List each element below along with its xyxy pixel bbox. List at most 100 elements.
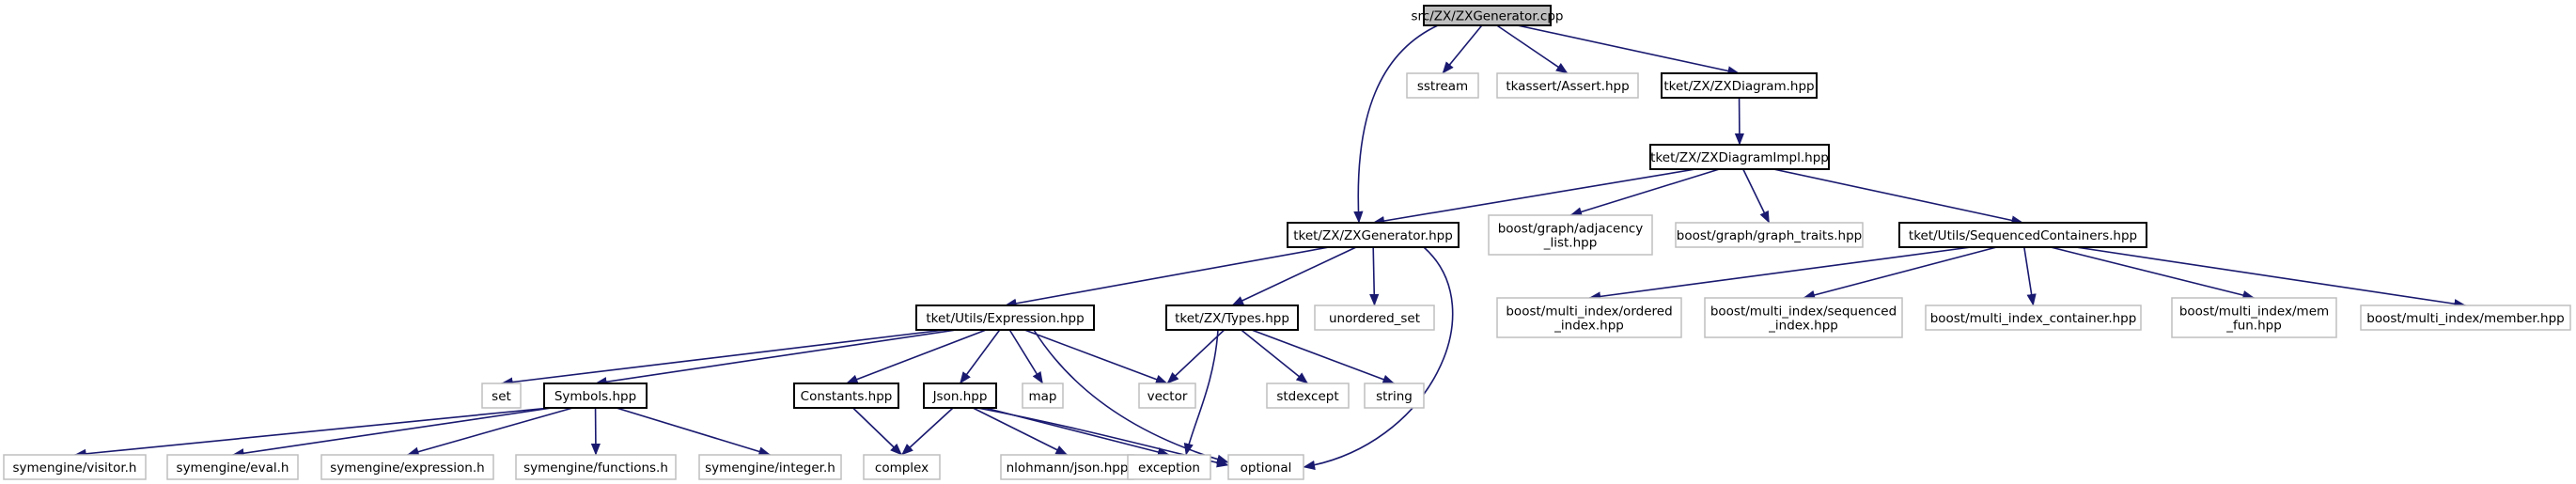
node-label: tket/Utils/SequencedContainers.hpp <box>1909 228 2137 243</box>
node-box <box>1423 5 1552 26</box>
node-eval: symengine/eval.h <box>166 454 299 480</box>
node-label: _fun.hpp <box>2225 319 2282 334</box>
node-label: set <box>492 389 511 404</box>
node-label: boost/multi_index/mem <box>2179 304 2329 320</box>
edge-seqcont-to-multi_index_container <box>2023 246 2037 306</box>
node-visitor: symengine/visitor.h <box>3 454 147 480</box>
node-label: Json.hpp <box>932 389 988 404</box>
edge-zxdiagramimpl-to-zxgenerator <box>1372 168 1696 226</box>
node-label: map <box>1029 389 1057 404</box>
node-label: boost/multi_index/member.hpp <box>2366 311 2564 326</box>
node-box <box>1127 454 1211 480</box>
node-member: boost/multi_index/member.hpp <box>2360 304 2571 331</box>
node-box <box>1165 304 1299 331</box>
node-label: boost/multi_index_container.hpp <box>1930 311 2137 326</box>
node-unordered_set: unordered_set <box>1314 304 1435 331</box>
node-zxdiagramimpl[interactable]: tket/ZX/ZXDiagramImpl.hpp <box>1649 144 1830 170</box>
node-expression[interactable]: tket/Utils/Expression.hpp <box>915 304 1095 331</box>
node-label: boost/graph/graph_traits.hpp <box>1677 228 1862 243</box>
edge-json-to-nlohmann <box>972 407 1069 456</box>
edge-zxgenerator-to-types <box>1231 246 1357 306</box>
node-sstream: sstream <box>1406 72 1479 99</box>
node-box <box>2360 304 2571 331</box>
edge-root-to-tkassert <box>1496 24 1569 74</box>
node-complex: complex <box>863 454 941 480</box>
node-box <box>320 454 494 480</box>
edge-seqcont-to-mem_fun <box>2050 246 2256 301</box>
node-label: tket/ZX/Types.hpp <box>1175 311 1289 326</box>
node-graphtraits: boost/graph/graph_traits.hpp <box>1675 222 1864 248</box>
node-label: optional <box>1241 461 1292 476</box>
node-box <box>2171 297 2337 338</box>
edge-zxdiagramimpl-to-graphtraits <box>1742 168 1771 224</box>
node-sequenced_index: boost/multi_index/sequenced_index.hpp <box>1704 297 1903 338</box>
node-label: tket/ZX/ZXDiagramImpl.hpp <box>1650 150 1829 165</box>
node-box <box>1406 72 1479 99</box>
node-label: boost/multi_index/ordered <box>1506 304 1672 320</box>
node-json[interactable]: Json.hpp <box>923 383 997 409</box>
edge-seqcont-to-member <box>2075 246 2467 309</box>
node-box <box>793 383 899 409</box>
edge-root-to-sstream <box>1442 24 1483 74</box>
node-box <box>915 304 1095 331</box>
node-stdexcept: stdexcept <box>1266 383 1350 409</box>
node-box <box>1364 383 1425 409</box>
node-label: string <box>1376 389 1413 404</box>
node-box <box>1496 72 1639 99</box>
node-box <box>481 383 522 409</box>
node-symbols[interactable]: Symbols.hpp <box>543 383 648 409</box>
node-ordered_index: boost/multi_index/ordered_index.hpp <box>1496 297 1682 338</box>
edge-symbols-to-sym_expression <box>406 407 573 457</box>
node-label: vector <box>1147 389 1188 404</box>
node-box <box>1661 72 1818 99</box>
node-seqcont[interactable]: tket/Utils/SequencedContainers.hpp <box>1898 222 2147 248</box>
edge-expression-to-vector <box>1023 329 1168 384</box>
node-nlohmann: nlohmann/json.hpp <box>1000 454 1134 480</box>
edge-expression-to-json <box>959 329 1001 384</box>
node-box <box>1704 297 1903 338</box>
edge-expression-to-symbols <box>594 329 957 387</box>
node-label: nlohmann/json.hpp <box>1007 461 1129 476</box>
node-sym_expression: symengine/expression.h <box>320 454 494 480</box>
node-adjacency: boost/graph/adjacency_list.hpp <box>1488 214 1653 256</box>
edge-root-to-zxgenerator <box>1353 24 1439 224</box>
edge-types-to-vector <box>1166 329 1226 384</box>
node-tkassert: tkassert/Assert.hpp <box>1496 72 1639 99</box>
edge-expression-to-set <box>500 329 945 387</box>
node-string: string <box>1364 383 1425 409</box>
node-types[interactable]: tket/ZX/Types.hpp <box>1165 304 1299 331</box>
node-box <box>1287 222 1460 248</box>
node-box <box>1898 222 2147 248</box>
node-box <box>923 383 997 409</box>
node-box <box>863 454 941 480</box>
node-zxgenerator[interactable]: tket/ZX/ZXGenerator.hpp <box>1287 222 1460 248</box>
node-box <box>1488 214 1653 256</box>
node-label: src/ZX/ZXGenerator.cpp <box>1412 9 1564 24</box>
node-box <box>698 454 842 480</box>
node-label: _list.hpp <box>1543 236 1598 251</box>
edge-zxgenerator-to-optional <box>1303 246 1454 471</box>
node-constants[interactable]: Constants.hpp <box>793 383 899 409</box>
edge-seqcont-to-ordered_index <box>1588 246 1972 302</box>
edge-root-to-zxdiagram <box>1517 24 1741 76</box>
node-optional: optional <box>1227 454 1304 480</box>
node-box <box>1496 297 1682 338</box>
node-integer: symengine/integer.h <box>698 454 842 480</box>
node-label: _index.hpp <box>1553 319 1624 334</box>
node-label: tket/ZX/ZXGenerator.hpp <box>1293 228 1453 243</box>
node-label: tket/ZX/ZXDiagram.hpp <box>1663 79 1814 94</box>
edge-expression-to-constants <box>845 329 987 384</box>
node-box <box>1314 304 1435 331</box>
node-label: symengine/eval.h <box>177 461 289 476</box>
node-label: boost/graph/adjacency <box>1498 222 1644 237</box>
node-zxdiagram[interactable]: tket/ZX/ZXDiagram.hpp <box>1661 72 1818 99</box>
edge-zxgenerator-to-expression <box>1004 246 1330 308</box>
node-root[interactable]: src/ZX/ZXGenerator.cpp <box>1412 5 1564 26</box>
nodes-layer: src/ZX/ZXGenerator.cpp sstream tkassert/As… <box>3 5 2571 480</box>
edge-zxdiagramimpl-to-seqcont <box>1773 168 2024 226</box>
node-label: exception <box>1138 461 1200 476</box>
node-label: complex <box>875 461 929 476</box>
edge-expression-to-map <box>1008 329 1044 384</box>
edge-zxgenerator-to-unordered_set <box>1369 246 1380 306</box>
